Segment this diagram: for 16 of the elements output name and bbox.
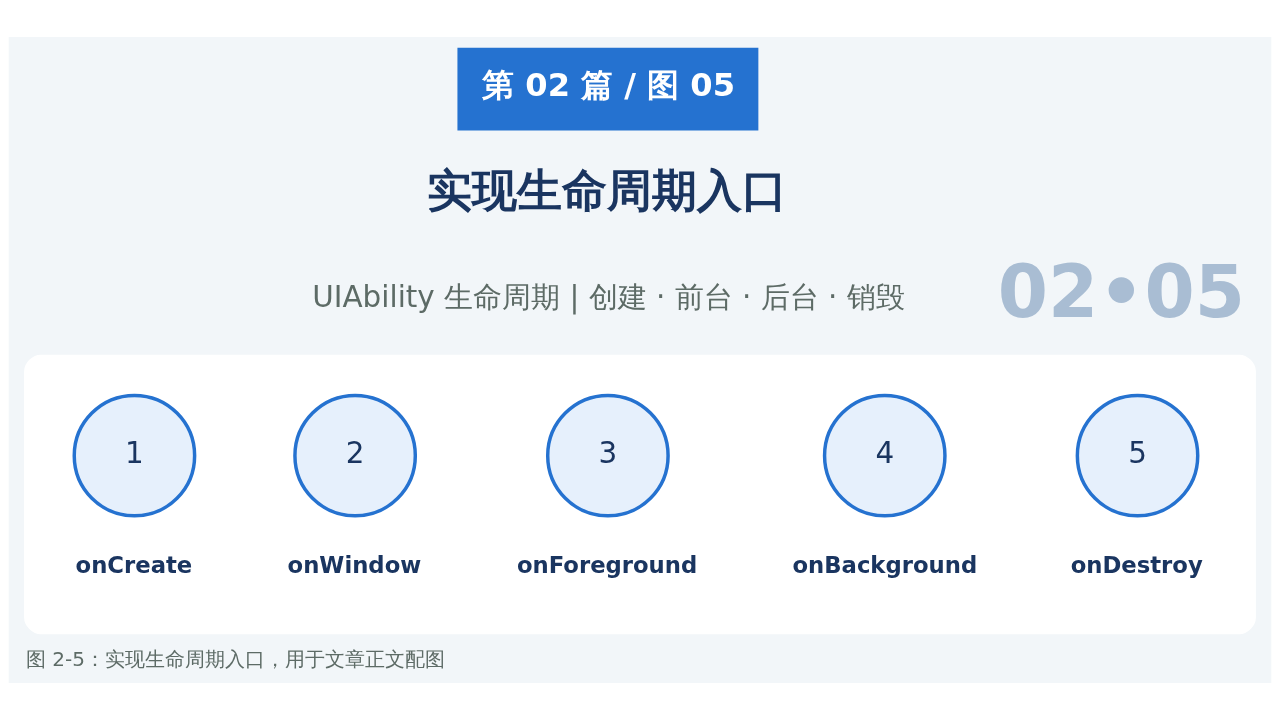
- caption: 图 2-5：实现生命周期入口，用于文章正文配图: [25, 646, 445, 671]
- node-label: onCreate: [75, 552, 193, 579]
- diagram-title: 实现生命周期入口: [426, 163, 787, 217]
- node-label: onBackground: [792, 552, 978, 579]
- label: 第 02 篇 / 图 05: [482, 66, 736, 105]
- label: UIAbility 生命周期 | 创建 · 前台 · 后台 · 销毁: [312, 280, 905, 315]
- node-circle: 5: [1075, 393, 1200, 518]
- node-circle: 1: [72, 393, 197, 518]
- node-label: onForeground: [516, 552, 698, 579]
- node-label: onDestroy: [1070, 552, 1203, 579]
- node-circle: 2: [293, 393, 418, 518]
- node-circle: 4: [822, 393, 947, 518]
- node-circle: 3: [545, 393, 670, 518]
- label: 02•05: [997, 249, 1245, 334]
- cluster: [24, 354, 1256, 635]
- node-label: onWindow: [287, 552, 422, 579]
